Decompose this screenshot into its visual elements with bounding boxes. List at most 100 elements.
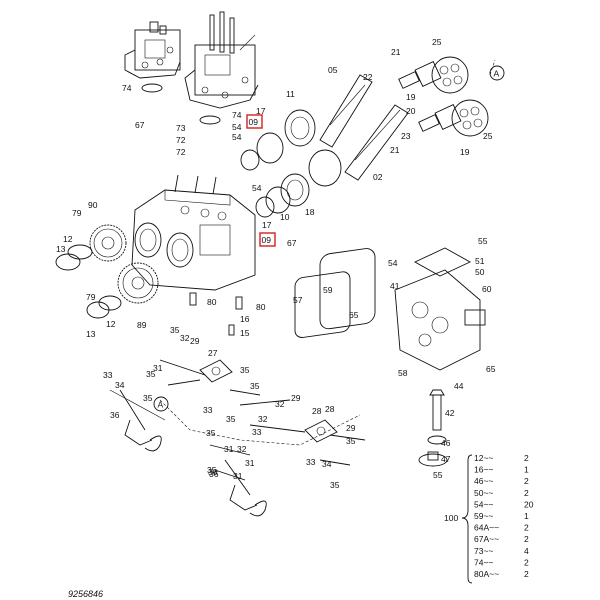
- callout-label: 36: [110, 410, 120, 420]
- callout-label: 28: [312, 406, 322, 416]
- quantity-count: 4: [524, 546, 529, 556]
- callout-label: 23: [401, 131, 411, 141]
- callout-label: 35: [206, 428, 216, 438]
- callout-label: 44: [454, 381, 464, 391]
- callout-label: 31: [224, 444, 234, 454]
- quantity-count: 1: [524, 465, 529, 475]
- callout-label: 35: [226, 414, 236, 424]
- control-valve-assembly-right: [184, 11, 259, 109]
- linkage-middle: [229, 389, 306, 433]
- callout-label: 80: [207, 297, 217, 307]
- callout-label: 10: [280, 212, 290, 222]
- o-ring-74-right: [199, 115, 221, 125]
- bracket-27: [199, 359, 233, 383]
- callout-label: 47: [441, 454, 451, 464]
- callout-label: 33: [103, 370, 113, 380]
- quantity-count: 2: [524, 569, 529, 579]
- shaft-02: [344, 104, 409, 181]
- callout-label: 17: [262, 220, 272, 230]
- callout-label: 27: [208, 348, 218, 358]
- svg-text:09: 09: [262, 235, 272, 245]
- quantity-part: 12~~: [474, 453, 493, 463]
- gear-89: [117, 262, 159, 304]
- callout-label: 34: [322, 459, 332, 469]
- svg-text:A: A: [158, 400, 164, 410]
- callout-label: 32: [275, 399, 285, 409]
- callout-label: 31: [233, 471, 243, 481]
- callout-label: 28: [325, 404, 335, 414]
- callout-label: 58: [398, 368, 408, 378]
- callout-label: 57: [293, 295, 303, 305]
- callout-label: 31: [153, 363, 163, 373]
- svg-text:A: A: [494, 69, 500, 79]
- gearbox-housing: [394, 269, 486, 371]
- callout-label: 17: [256, 106, 266, 116]
- highlighted-callout-09-lower[interactable]: 09: [259, 232, 276, 247]
- snap-ring-12-left: [67, 244, 93, 260]
- callout-label: 35: [346, 436, 356, 446]
- quantity-group-label: 100: [444, 513, 458, 523]
- plug-47: [418, 451, 448, 467]
- callout-label: 54: [388, 258, 398, 268]
- linkage-right: [319, 434, 366, 466]
- callout-label: 19: [406, 92, 416, 102]
- callout-label: 54: [232, 122, 242, 132]
- bracket-28: [304, 419, 338, 443]
- callout-label: 12: [63, 234, 73, 244]
- callout-label: 22: [363, 72, 373, 82]
- callout-label: 35: [143, 393, 153, 403]
- snap-ring-13-left: [55, 253, 81, 271]
- callout-label: 72: [176, 147, 186, 157]
- bolt-42: [429, 389, 445, 431]
- shift-fork-36-bottom: [224, 459, 267, 517]
- callout-label: 46: [441, 438, 451, 448]
- quantity-count: 2: [524, 523, 529, 533]
- callout-label: 35: [146, 369, 156, 379]
- callout-label: 55: [478, 236, 488, 246]
- callout-label: 50: [475, 267, 485, 277]
- callout-label: 33: [306, 457, 316, 467]
- callout-label: 74: [232, 110, 242, 120]
- callout-label: 21: [390, 145, 400, 155]
- linkage-bottom: [209, 444, 251, 481]
- callout-label: 32: [180, 333, 190, 343]
- callout-label: 80: [256, 302, 266, 312]
- callout-label: 12: [106, 319, 116, 329]
- quantity-count: 2: [524, 453, 529, 463]
- callout-label: 29: [346, 423, 356, 433]
- quantity-table: 100 12~~216~~146~~250~~254~~2059~~164A~~…: [444, 453, 534, 584]
- gear-90: [89, 224, 127, 262]
- pump-housing: [131, 174, 256, 291]
- highlighted-callout-09-upper[interactable]: 09: [246, 114, 263, 129]
- cover-41: [414, 247, 471, 277]
- callout-label: 31: [245, 458, 255, 468]
- callout-label: 67: [287, 238, 297, 248]
- quantity-part: 74~~: [474, 557, 493, 567]
- snap-ring-13-lower: [86, 301, 110, 319]
- quantity-count: 20: [524, 499, 534, 509]
- callout-label: 90: [88, 200, 98, 210]
- quantity-count: 2: [524, 557, 529, 567]
- bearing-11-lower: [280, 173, 310, 207]
- callout-label: 79: [86, 292, 96, 302]
- callout-label: 54: [232, 132, 242, 142]
- callout-label: 29: [291, 393, 301, 403]
- callout-label: 51: [475, 256, 485, 266]
- callout-label: 36: [209, 469, 219, 479]
- quantity-part: 80A~~: [474, 569, 499, 579]
- shift-fork-36-left: [119, 389, 162, 452]
- bolt-15: [228, 324, 235, 336]
- quantity-part: 54~~: [474, 499, 493, 509]
- snap-ring-12-lower: [98, 295, 122, 311]
- callout-label: 19: [460, 147, 470, 157]
- quantity-count: 2: [524, 476, 529, 486]
- callout-label: 35: [170, 325, 180, 335]
- reference-marker-a-left: A: [153, 396, 169, 412]
- piston-assembly-upper: [398, 56, 469, 94]
- callout-label: 42: [445, 408, 455, 418]
- document-number: 9256846: [68, 589, 103, 599]
- gasket-57: [294, 271, 351, 338]
- quantity-part: 16~~: [474, 465, 493, 475]
- callout-label: 35: [330, 480, 340, 490]
